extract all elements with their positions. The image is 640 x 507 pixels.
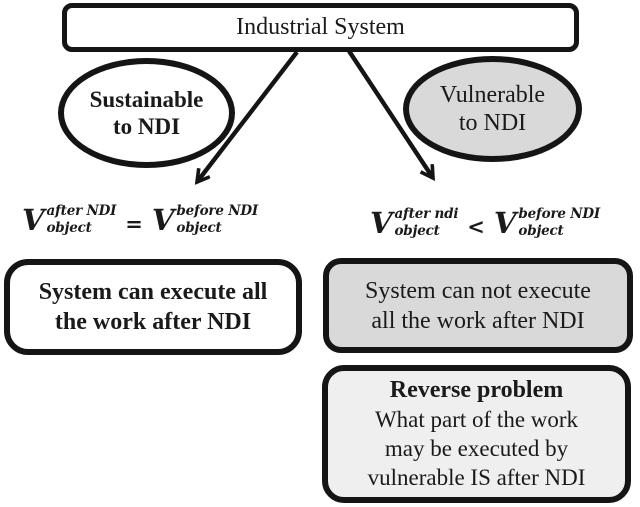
reverse-problem-title: Reverse problem	[389, 377, 564, 403]
vulnerable-label-line1: Vulnerable	[439, 82, 546, 108]
vulnerable-ellipse: Vulnerable to NDI	[403, 56, 582, 162]
reverse-problem-line3: vulnerable IS after NDI	[367, 465, 586, 490]
formula-lhs: V after ndi object	[369, 205, 459, 240]
formula-rhs-base: V	[151, 202, 175, 237]
formula-sustainable: V after NDI object = V before NDI object	[20, 192, 260, 248]
formula-rhs-base: V	[493, 205, 517, 240]
sustainable-label-line2: to NDI	[112, 114, 181, 139]
reverse-problem-box: Reverse problem What part of the work ma…	[322, 365, 631, 503]
formula-rhs: V before NDI object	[493, 205, 601, 240]
formula-rhs-subscript: object	[176, 219, 222, 236]
formula-lhs-subscript: object	[394, 222, 440, 239]
outcome-vulnerable-line1: System can not execute	[365, 277, 591, 304]
sustainable-label-line1: Sustainable	[89, 87, 204, 112]
formula-lhs: V after NDI object	[21, 202, 117, 237]
less-than-operator: <	[467, 213, 485, 239]
equals-operator: =	[125, 210, 143, 236]
outcome-box-vulnerable: System can not execute all the work afte…	[323, 258, 633, 353]
formula-rhs: V before NDI object	[151, 202, 258, 237]
outcome-sustainable-line2: the work after NDI	[54, 309, 252, 335]
formula-rhs-superscript: before NDI	[176, 203, 258, 219]
formula-vulnerable: V after ndi object < V before NDI object	[340, 195, 630, 251]
sustainable-ellipse: Sustainable to NDI	[58, 58, 235, 168]
outcome-box-sustainable: System can execute all the work after ND…	[4, 259, 302, 355]
industrial-system-box: Industrial System	[62, 3, 579, 52]
industrial-system-label: Industrial System	[236, 14, 405, 40]
outcome-sustainable-line1: System can execute all	[38, 279, 268, 305]
formula-rhs-superscript: before NDI	[518, 206, 601, 222]
formula-rhs-subscript: object	[518, 222, 564, 239]
reverse-problem-line1: What part of the work	[374, 407, 579, 432]
vulnerable-label-line2: to NDI	[458, 110, 527, 136]
formula-lhs-superscript: after ndi	[394, 206, 459, 222]
outcome-vulnerable-line2: all the work after NDI	[371, 307, 585, 334]
formula-lhs-base: V	[369, 205, 393, 240]
formula-lhs-base: V	[21, 202, 45, 237]
reverse-problem-line2: may be executed by	[384, 436, 569, 461]
formula-lhs-superscript: after NDI	[46, 203, 117, 219]
formula-lhs-subscript: object	[46, 219, 92, 236]
